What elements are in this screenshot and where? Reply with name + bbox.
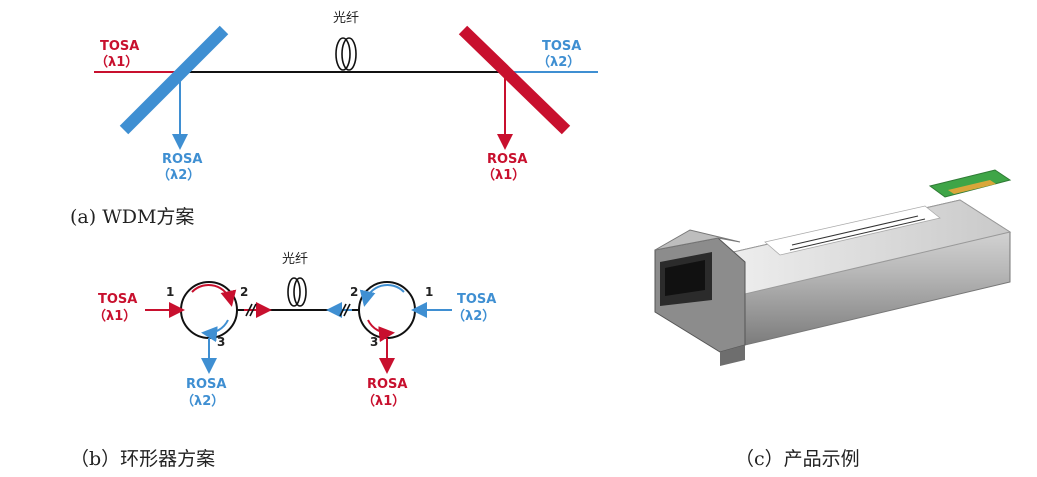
circ-right-rosa-wavelength: （λ1） [362,393,405,409]
wdm-left-tosa-label: TOSA [100,39,139,54]
wdm-right-rosa-wavelength: （λ1） [482,167,525,183]
circ-left-rosa-label: ROSA [186,377,227,392]
circ-left-connector [245,303,257,317]
circ-right-rosa-label: ROSA [367,377,408,392]
wdm-left-filter-mirror [119,25,229,135]
left-circulator [180,281,238,343]
wdm-right-tosa-wavelength: （λ2） [537,54,580,70]
circ-right-port-2: 2 [350,285,358,299]
circ-left-tosa-label: TOSA [98,292,137,307]
caption-a: (a) WDM方案 [70,206,195,228]
circ-left-rosa-wavelength: （λ2） [181,393,224,409]
circ-fiber-coil-icon [287,277,307,307]
circ-right-tosa-wavelength: （λ2） [452,308,495,324]
wdm-fiber-label: 光纤 [333,11,359,26]
wdm-left-rosa-label: ROSA [162,152,203,167]
circ-right-port-3: 3 [370,335,378,349]
circ-left-tosa-wavelength: （λ1） [93,308,136,324]
circ-right-tosa-label: TOSA [457,292,496,307]
circ-left-port-2: 2 [240,285,248,299]
circulator-diagram: 光纤 1 2 3 2 1 3 TOSA （λ1） TOSA （λ2） ROSA … [93,252,496,409]
wdm-right-filter-mirror [458,25,571,135]
wdm-left-rosa-wavelength: （λ2） [157,167,200,183]
wdm-diagram: 光纤 TOSA （λ1） TOSA （λ2） ROSA （λ2） ROSA （λ… [94,11,598,183]
caption-c: （c）产品示例 [735,448,860,470]
wdm-right-tosa-label: TOSA [542,39,581,54]
circ-right-connector [339,303,351,317]
circ-left-port-3: 3 [217,335,225,349]
wdm-right-rosa-label: ROSA [487,152,528,167]
circ-fiber-label: 光纤 [282,252,308,267]
right-circulator [358,281,416,343]
caption-b: （b）环形器方案 [70,448,216,470]
wdm-left-tosa-wavelength: （λ1） [95,54,138,70]
wdm-fiber-coil-icon [335,37,357,71]
circ-right-port-1: 1 [425,285,433,299]
circ-left-port-1: 1 [166,285,174,299]
sfp-module-image [654,128,1035,368]
